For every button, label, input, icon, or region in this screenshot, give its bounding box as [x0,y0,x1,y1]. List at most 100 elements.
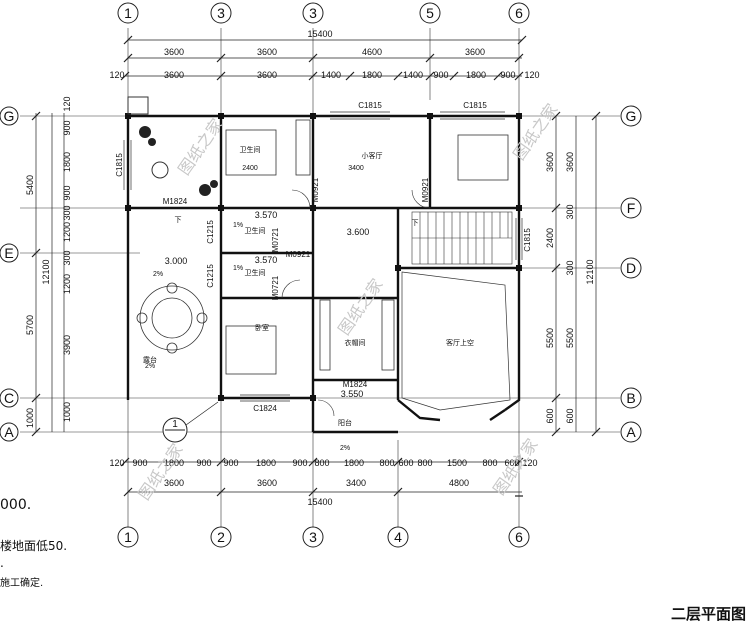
walls [126,114,521,434]
axis-bottom-5: 6 [515,529,523,545]
dim-right-o1: 3600 [545,152,555,172]
axis-right-2: F [627,200,636,216]
dim-bot-r2-2: 3600 [257,478,277,488]
dim-bot-r1-16: 120 [522,458,537,468]
windows [123,96,523,402]
doors [281,189,431,417]
slope-2: 2% [145,363,155,370]
note-1: 000. [0,497,32,513]
dimension-lines [31,35,601,497]
slope-5: 1% [233,265,243,272]
dim-bot-r1-11: 600 [398,458,413,468]
label-c1815-right: C1815 [523,228,532,252]
axis-top-5: 6 [515,5,523,21]
label-c1215-a: C1215 [206,220,215,244]
stair [411,211,513,265]
dim-left-o3: 1000 [25,408,35,428]
dim-right-i4: 5500 [565,328,575,348]
dim-bot-r1-6: 1800 [256,458,276,468]
dim-left-i2: 900 [62,120,72,135]
callout-number: 1 [172,419,178,430]
elev-3570b: 3.570 [255,255,278,265]
dim-top-r1-1: 3600 [164,47,184,57]
axis-bottom-3: 3 [309,529,317,545]
watermark-4: 图纸之家 [134,440,186,503]
dim-top-r2-7: 900 [433,70,448,80]
dim-bot-r1-13: 1500 [447,458,467,468]
dim-right-i2: 300 [565,204,575,219]
dim-bot-r1-10: 800 [379,458,394,468]
elev-3000: 3.000 [165,256,188,266]
note-4: 施工确定. [0,578,44,589]
dim-bot-r1-5: 900 [223,458,238,468]
room-label-bath1: 卫生间 [245,226,266,235]
living-void [401,271,511,411]
note-2: 楼地面低50. [0,539,68,553]
dim-left-o1: 5400 [25,175,35,195]
dim-top-r2-1: 120 [109,70,124,80]
dim-left-i7: 300 [62,250,72,265]
room-label-bedroom: 卧室 [255,323,269,332]
label-c1815-a: C1815 [358,101,382,110]
dim-top-r1-3: 4600 [362,47,382,57]
dim-left-i3: 1800 [62,152,72,172]
axis-left-1: G [4,108,15,124]
dim-left-i4: 900 [62,185,72,200]
dim-top-r1-4: 3600 [465,47,485,57]
axis-top-3: 3 [309,5,317,21]
label-c1215-b: C1215 [206,264,215,288]
dim-bot-r1-14: 800 [482,458,497,468]
dim-bot-total: 15400 [307,497,332,507]
room-label-bath-top: 卫生间 [240,145,261,154]
dim-top-r2-4: 1400 [321,70,341,80]
axis-right-5: A [626,424,636,440]
dim-left-i6: 1200 [62,222,72,242]
room-label-terrace: 露台 [143,355,157,364]
dim-left-i10: 1000 [62,402,72,422]
label-m1824-a: M1824 [163,197,188,206]
dim-bot-r2-1: 3600 [164,478,184,488]
dim-top-r2-2: 3600 [164,70,184,80]
axis-top-1: 1 [124,5,132,21]
dim-right-total: 12100 [585,259,595,284]
axis-left-3: C [4,390,14,406]
axis-top-4: 5 [426,5,434,21]
axis-right-4: B [626,390,635,406]
axis-bottom-2: 2 [217,529,225,545]
axis-top-2: 3 [217,5,225,21]
dim-right-i5: 600 [565,408,575,423]
dim-top-r2-5: 1800 [362,70,382,80]
elev-3550: 3.550 [341,389,364,399]
room-dim-bath-top: 2400 [242,165,258,172]
slope-3: 2% [340,445,350,452]
dim-top-r2-9: 900 [500,70,515,80]
dim-top-r2-3: 3600 [257,70,277,80]
room-label-living-void: 客厅上空 [446,338,474,347]
label-c1824: C1824 [253,404,277,413]
room-label-bath2: 卫生间 [245,268,266,277]
stair-down-1: 下 [175,216,182,224]
dim-left-total: 12100 [41,259,51,284]
axis-right-1: G [626,108,637,124]
dim-top-r1-2: 3600 [257,47,277,57]
label-c1815-left: C1815 [115,153,124,177]
detail-callout: 1 [162,401,219,443]
columns [125,113,522,401]
label-c1815-b: C1815 [463,101,487,110]
dim-right-o4: 600 [545,408,555,423]
dim-bot-r2-4: 4800 [449,478,469,488]
terrace-table [136,282,208,354]
axis-bubbles [0,2,642,548]
label-m0921-b: M0921 [421,177,430,202]
dim-bot-r1-12: 800 [417,458,432,468]
watermark-3: 图纸之家 [334,275,386,338]
dim-top-r2-6: 1400 [403,70,423,80]
axis-right-3: D [626,260,636,276]
axis-bottom-1: 1 [124,529,132,545]
label-m0721-a: M0721 [271,227,280,252]
dim-bot-r1-2: 900 [132,458,147,468]
dim-left-i5: 300 [62,205,72,220]
label-m0921-a: M0921 [311,177,320,202]
axis-left-2: E [4,245,13,261]
